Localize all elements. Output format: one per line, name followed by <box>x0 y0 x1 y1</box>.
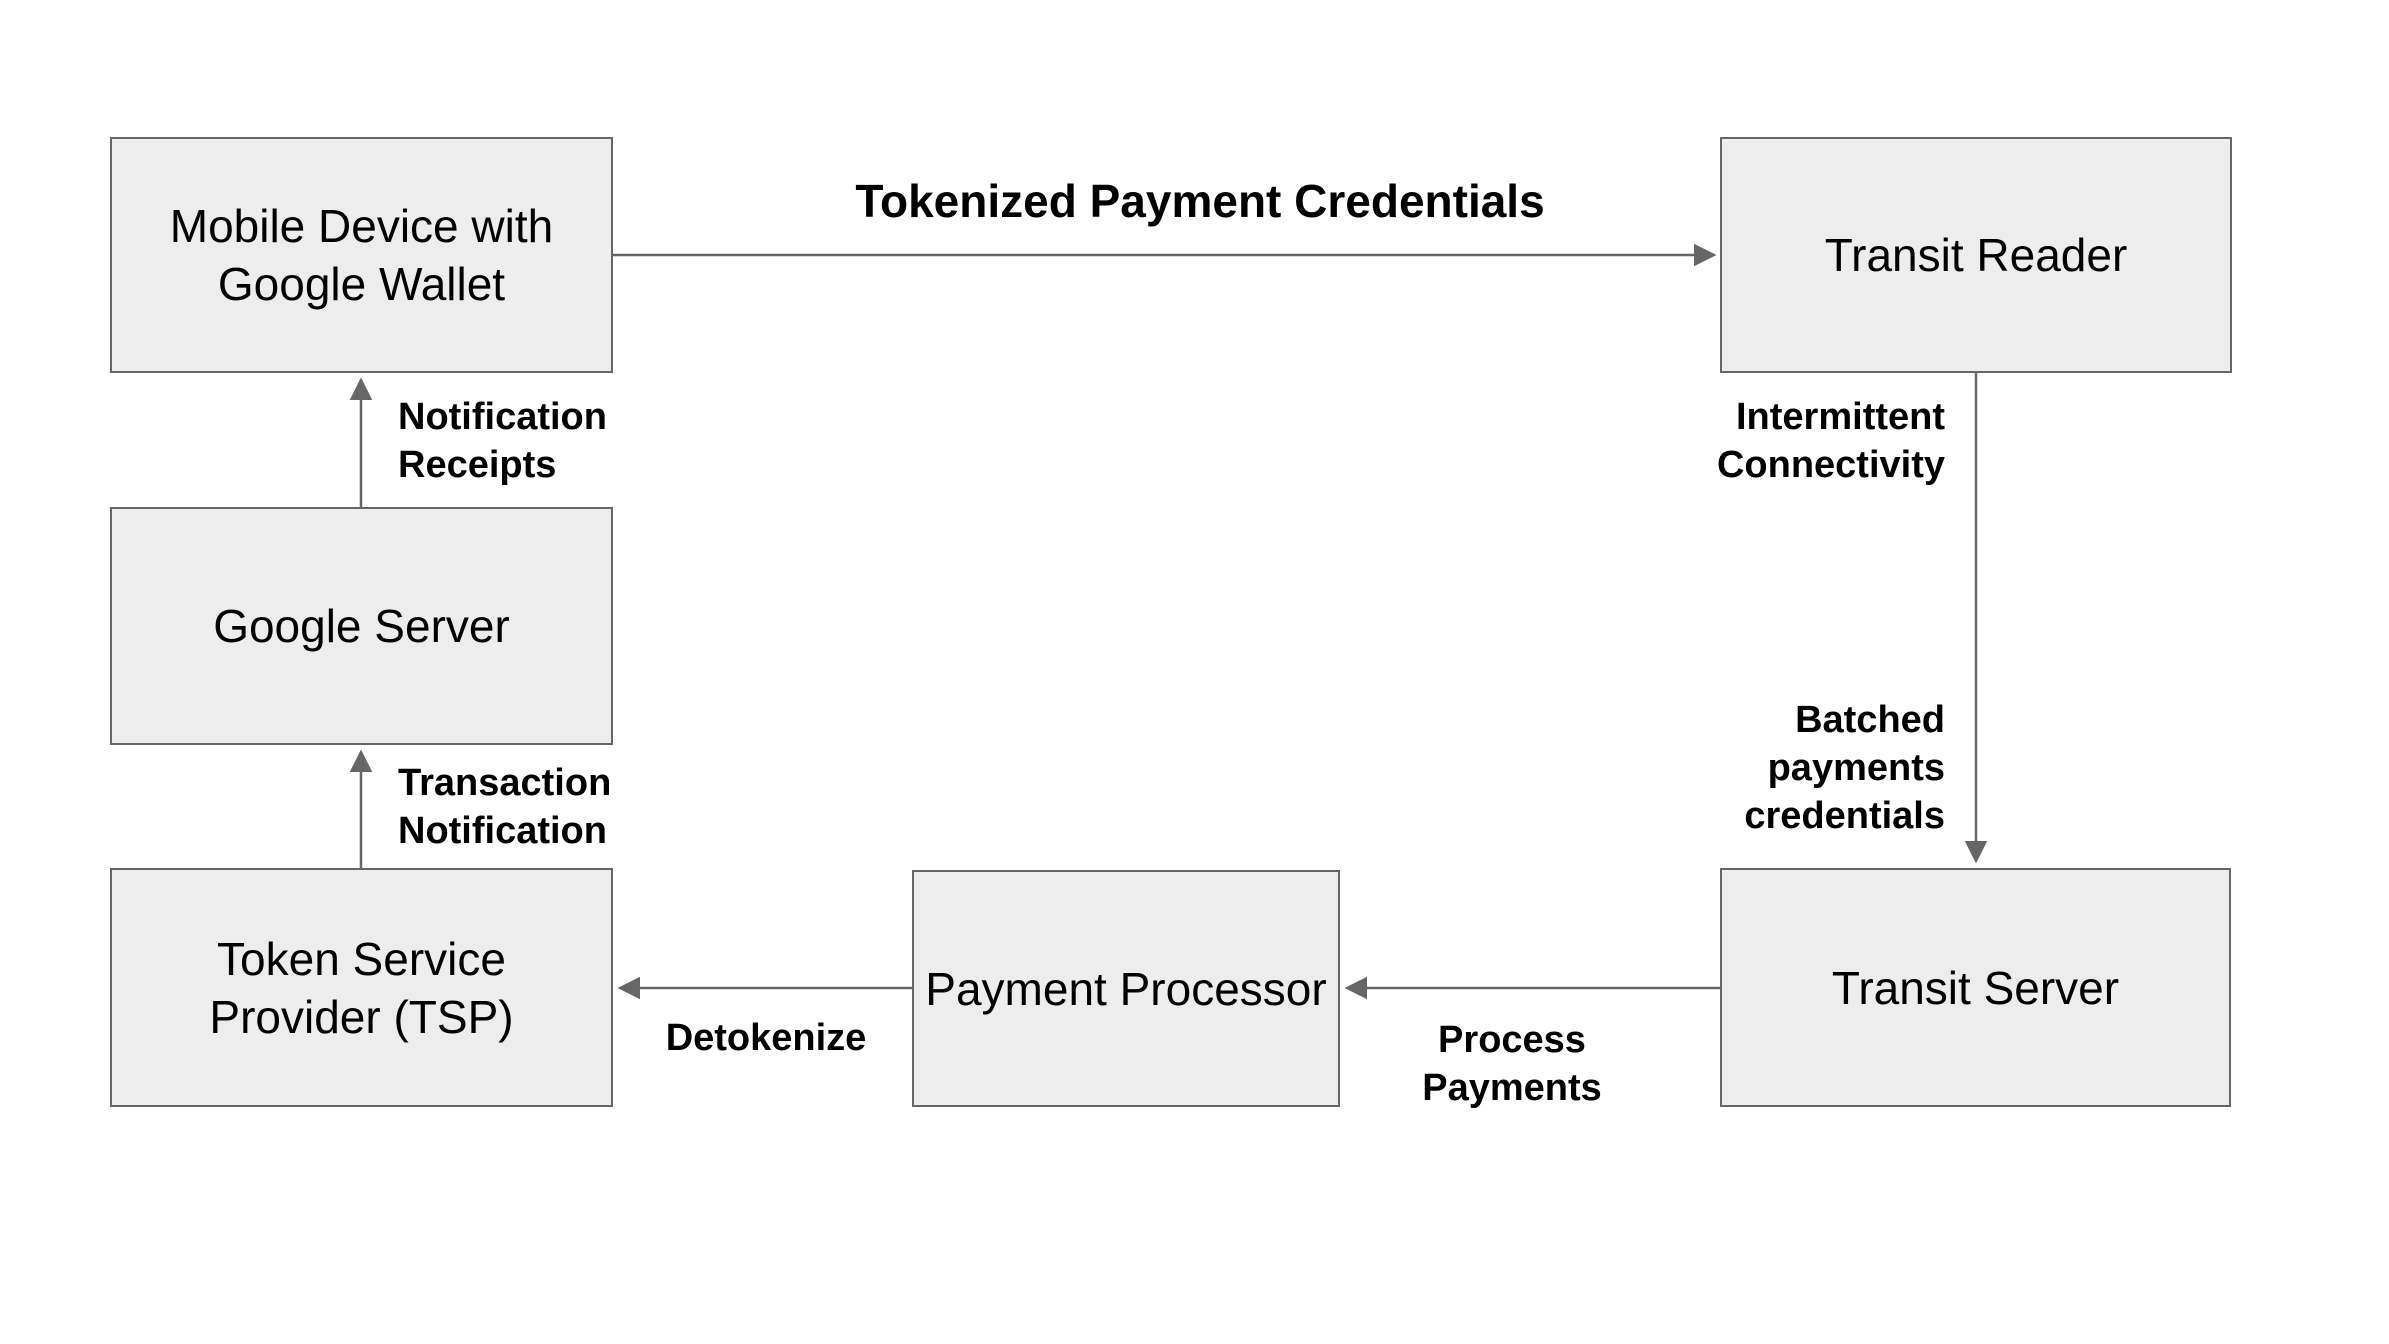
node-transit-server: Transit Server <box>1720 868 2231 1107</box>
node-label-transit-server: Transit Server <box>1831 961 2120 1014</box>
node-mobile-device-google-wallet: Mobile Device with Google Wallet <box>110 137 613 373</box>
transaction-notification-label: Transaction Notification <box>398 762 612 852</box>
notification-receipts-label: Notification Receipts <box>398 396 607 486</box>
node-label-google-server: Google Server <box>213 600 510 652</box>
node-label-transit-reader: Transit Reader <box>1824 229 2128 281</box>
process-payments-label: Process Payments <box>1422 1019 1602 1109</box>
node-label-token-service-provider: Token Service Provider (TSP) <box>209 932 514 1043</box>
node-label-payment-processor: Payment Processor <box>925 962 1327 1015</box>
node-token-service-provider: Token Service Provider (TSP) <box>110 868 613 1107</box>
node-google-server: Google Server <box>110 507 613 745</box>
tokenized-payment-credentials-label: Tokenized Payment Credentials <box>855 175 1545 227</box>
node-transit-reader: Transit Reader <box>1720 137 2232 373</box>
intermittent-connectivity-label: Intermittent Connectivity <box>1716 396 1945 486</box>
node-payment-processor: Payment Processor <box>912 870 1340 1107</box>
detokenize-label: Detokenize <box>665 1017 867 1059</box>
batched-payments-credentials-label: Batched payments credentials <box>1744 699 1945 837</box>
node-label-mobile-device-google-wallet: Mobile Device with Google Wallet <box>169 200 554 310</box>
